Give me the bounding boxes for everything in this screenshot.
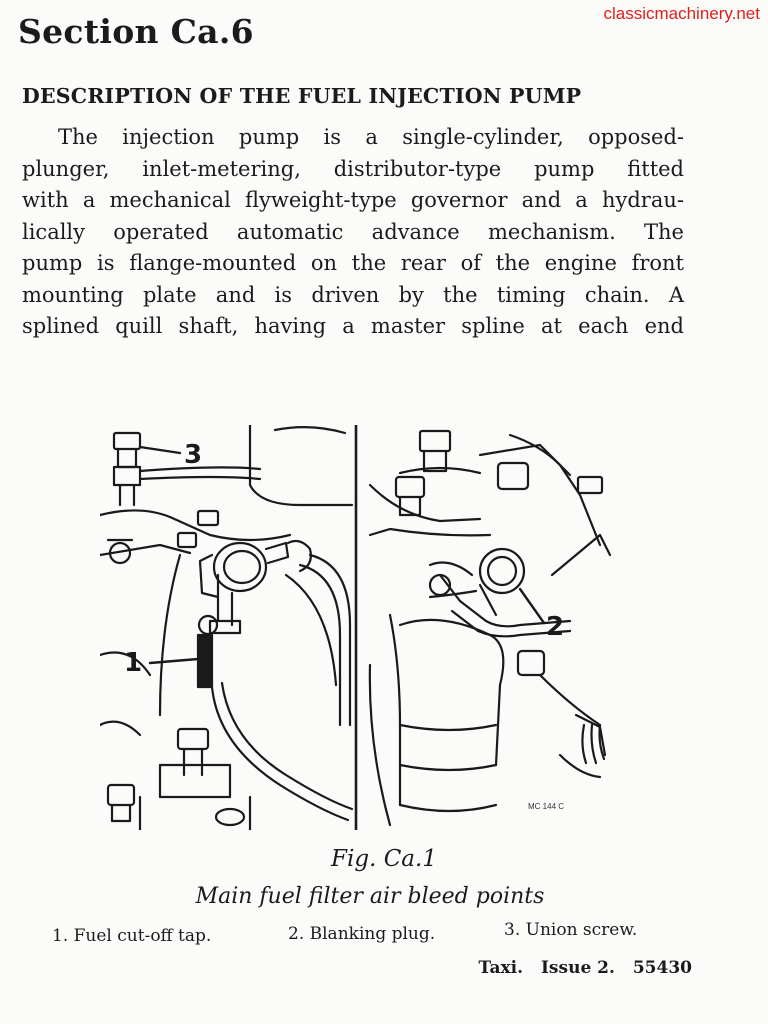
heading: DESCRIPTION OF THE FUEL INJECTION PUMP bbox=[22, 84, 582, 108]
section-title: Section Ca.6 bbox=[18, 12, 254, 51]
footer-issue: Issue 2. bbox=[540, 958, 615, 978]
legend-item: 3. Union screw. bbox=[504, 920, 638, 940]
figure-caption: Fig. Ca.1 bbox=[331, 846, 437, 872]
paragraph-line: mounting plate and is driven by the timi… bbox=[22, 282, 684, 307]
fuel-filter-illustration: 3 1 2 bbox=[100, 425, 620, 830]
right-panel bbox=[368, 429, 612, 827]
footer-model: Taxi. bbox=[478, 958, 524, 978]
callout-1: 1 bbox=[124, 648, 142, 678]
paragraph-line: The injection pump is a single-cylinder,… bbox=[58, 125, 684, 149]
callout-3: 3 bbox=[184, 440, 202, 470]
callout-2: 2 bbox=[546, 612, 564, 642]
footer-number: 55430 bbox=[632, 958, 692, 978]
figure-subcaption: Main fuel filter air bleed points bbox=[195, 884, 545, 909]
legend-item: 1. Fuel cut-off tap. bbox=[52, 926, 212, 946]
paragraph-line: with a mechanical flyweight-type governo… bbox=[22, 188, 684, 212]
left-panel bbox=[100, 425, 354, 830]
paragraph-line: pump is flange-mounted on the rear of th… bbox=[22, 251, 684, 275]
paragraph-line: lically operated automatic advance mecha… bbox=[22, 219, 684, 244]
footer: Taxi. Issue 2. 55430 bbox=[467, 958, 693, 978]
figure-reference: MC 144 C bbox=[528, 802, 565, 811]
legend-item: 2. Blanking plug. bbox=[288, 924, 436, 944]
paragraph-line: plunger, inlet-metering, distributor-typ… bbox=[22, 156, 684, 181]
paragraph-line: splined quill shaft, having a master spl… bbox=[22, 314, 684, 338]
description-paragraph: The injection pump is a single-cylinder,… bbox=[22, 122, 684, 343]
watermark: classicmachinery.net bbox=[603, 4, 760, 23]
